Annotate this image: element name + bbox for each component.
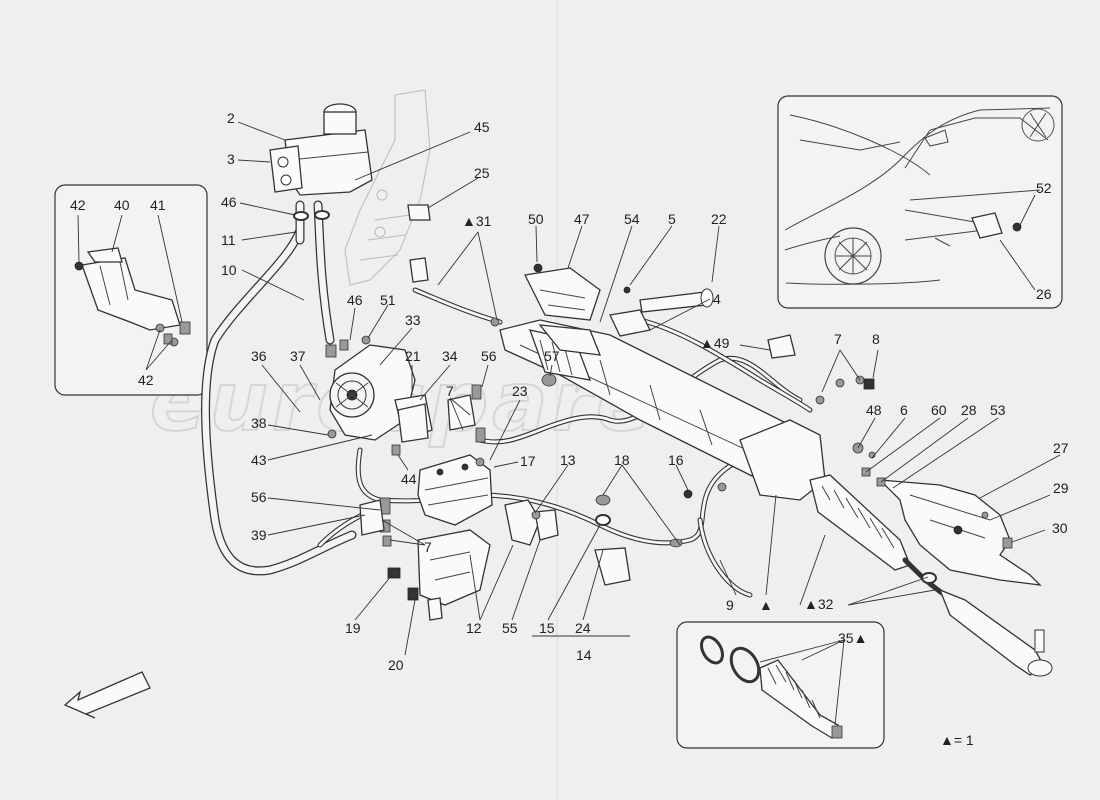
tie-rod-end bbox=[902, 557, 1053, 677]
callout-18: 18 bbox=[614, 452, 630, 468]
bracket-inset bbox=[54, 184, 208, 396]
callout-44: 44 bbox=[401, 471, 417, 487]
callout-21: 21 bbox=[405, 348, 421, 364]
callout-2: 2 bbox=[227, 110, 235, 126]
callout-60: 60 bbox=[931, 402, 947, 418]
callout-55: 55 bbox=[502, 620, 518, 636]
callout-12: 12 bbox=[466, 620, 482, 636]
boot-kit-inset bbox=[676, 621, 885, 749]
callout-labels: 2 3 45 46 25 11 10 ▲31 50 47 54 5 22 4 4… bbox=[70, 110, 1069, 673]
callout-45: 45 bbox=[474, 119, 490, 135]
callout-17: 17 bbox=[520, 453, 536, 469]
callout-52: 52 bbox=[1036, 180, 1052, 196]
callout-56b: 56 bbox=[251, 489, 267, 505]
callout-49: ▲49 bbox=[700, 335, 730, 351]
callout-7b: 7 bbox=[424, 539, 432, 555]
callout-15: 15 bbox=[539, 620, 555, 636]
callout-46b: 46 bbox=[347, 292, 363, 308]
callout-48: 48 bbox=[866, 402, 882, 418]
callout-43: 43 bbox=[251, 452, 267, 468]
callout-8: 8 bbox=[872, 331, 880, 347]
heat-shield bbox=[815, 375, 1042, 586]
fluid-reservoir bbox=[269, 103, 373, 221]
callout-39: 39 bbox=[251, 527, 267, 543]
callout-23: 23 bbox=[512, 383, 528, 399]
callout-51: 51 bbox=[380, 292, 396, 308]
callout-34: 34 bbox=[442, 348, 458, 364]
callout-14: 14 bbox=[576, 647, 592, 663]
callout-7a: 7 bbox=[446, 383, 454, 399]
callout-24: 24 bbox=[575, 620, 591, 636]
callout-31: ▲31 bbox=[462, 213, 492, 229]
callout-13: 13 bbox=[560, 452, 576, 468]
callout-38: 38 bbox=[251, 415, 267, 431]
callout-29: 29 bbox=[1053, 480, 1069, 496]
callout-42b: 42 bbox=[138, 372, 154, 388]
callout-5: 5 bbox=[668, 211, 676, 227]
callout-4: 4 bbox=[713, 291, 721, 307]
body-structure-ghost bbox=[344, 89, 431, 286]
callout-54: 54 bbox=[624, 211, 640, 227]
callout-41: 41 bbox=[150, 197, 166, 213]
callout-20: 20 bbox=[388, 657, 404, 673]
steering-rack bbox=[407, 204, 911, 571]
callout-27: 27 bbox=[1053, 440, 1069, 456]
callout-3: 3 bbox=[227, 151, 235, 167]
callout-30: 30 bbox=[1052, 520, 1068, 536]
callout-6: 6 bbox=[900, 402, 908, 418]
orientation-arrow bbox=[63, 671, 151, 719]
callout-36: 36 bbox=[251, 348, 267, 364]
callout-32: ▲32 bbox=[804, 596, 834, 612]
callout-22: 22 bbox=[711, 211, 727, 227]
callout-35: 35▲ bbox=[838, 630, 867, 646]
callout-56: 56 bbox=[481, 348, 497, 364]
callout-25: 25 bbox=[474, 165, 490, 181]
callout-42: 42 bbox=[70, 197, 86, 213]
callout-11: 11 bbox=[221, 232, 236, 248]
callout-9: 9 bbox=[726, 597, 734, 613]
callout-26: 26 bbox=[1036, 286, 1052, 302]
leader-lines bbox=[77, 121, 1061, 726]
callout-16: 16 bbox=[668, 452, 684, 468]
pipe-clamps bbox=[504, 482, 727, 586]
cooler-bracket bbox=[327, 384, 493, 621]
legend-note: ▲= 1 bbox=[940, 732, 974, 748]
car-location-inset bbox=[777, 95, 1063, 309]
callout-46: 46 bbox=[221, 194, 237, 210]
callout-7c: 7 bbox=[834, 331, 842, 347]
callout-37: 37 bbox=[290, 348, 306, 364]
callout-40: 40 bbox=[114, 197, 130, 213]
callout-53: 53 bbox=[990, 402, 1006, 418]
callout-10: 10 bbox=[221, 262, 237, 278]
callout-triangle: ▲ bbox=[759, 597, 773, 613]
callout-19: 19 bbox=[345, 620, 361, 636]
callout-57: 57 bbox=[544, 348, 560, 364]
callout-50: 50 bbox=[528, 211, 544, 227]
callout-47: 47 bbox=[574, 211, 590, 227]
callout-33: 33 bbox=[405, 312, 421, 328]
callout-28: 28 bbox=[961, 402, 977, 418]
